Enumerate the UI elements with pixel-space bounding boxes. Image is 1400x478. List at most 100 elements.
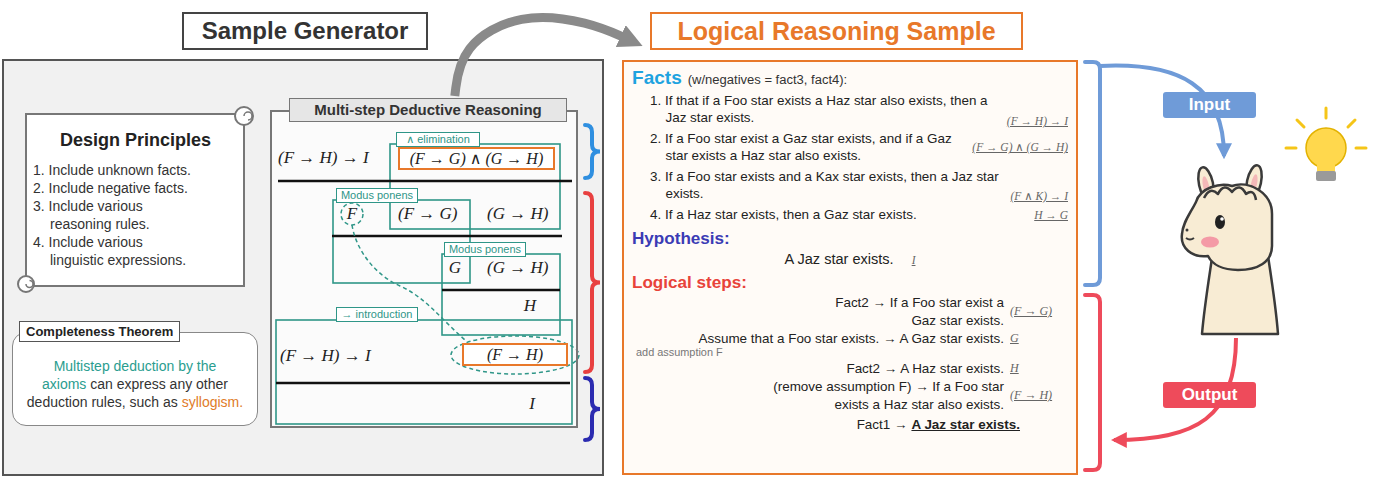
inference-line [278, 180, 572, 183]
inference-line [332, 235, 562, 238]
output-bracket [1085, 295, 1100, 470]
steps-brace [585, 193, 600, 372]
assumption-note: add assumption F [636, 346, 723, 358]
rule-tab: Modus ponens [444, 242, 526, 257]
input-tag: Input [1163, 92, 1256, 118]
formula-annotation: I [912, 254, 916, 266]
formula-label: (G → H) [487, 204, 548, 224]
panel-row: Assume that a Foo star exists. → A Gaz s… [632, 330, 1068, 347]
tag-text: Output [1163, 382, 1256, 408]
principle-item: 3. Include various reasoning rules. [33, 197, 197, 233]
fact-text: 3. If a Foo star exists and a Kax star e… [650, 168, 1003, 203]
llama-tuft [1204, 187, 1256, 200]
rule-tab: Modus ponens [336, 188, 418, 203]
llama-mouth [1186, 238, 1194, 240]
principle-item: 4. Include various linguistic expression… [33, 233, 197, 269]
llama-head [1182, 184, 1272, 270]
scroll-curl [18, 276, 34, 292]
formula-box: (F → H) [462, 343, 568, 366]
formula-label: (F → H) → I [280, 346, 371, 366]
panel-row: Fact2 → A Haz star exists.H [632, 360, 1068, 377]
scroll-curl [26, 281, 33, 288]
note-text: (w/negatives = fact3, fact4): [688, 72, 848, 87]
formula-label: I [529, 394, 535, 414]
hypothesis-text: A Jaz star exists. [785, 251, 894, 267]
bulb-neck [1317, 163, 1335, 172]
formula-annotation: (F ∧ K) → I [1011, 189, 1068, 203]
assumption-marks [341, 203, 579, 374]
section-heading: Logical steps: [632, 273, 747, 292]
title-text: Logical Reasoning Sample [652, 14, 1021, 48]
panel-row: 3. If a Foo star exists and a Kax star e… [650, 168, 1068, 203]
theorem-box: Completeness TheoremMultistep deduction … [12, 332, 258, 426]
formula-annotation: (F → G) ∧ (G → H) [972, 140, 1068, 154]
formula-label: H [524, 296, 536, 316]
panel-row: Fact1 →A Jaz star exists. [632, 416, 1068, 433]
bulb-glass [1306, 128, 1346, 168]
rule-frame [390, 144, 560, 229]
panel-row: 2. If a Foo star exist a Gaz star exists… [650, 130, 1068, 165]
panel-row: 4. If a Haz star exists, then a Gaz star… [650, 206, 1068, 223]
principle-item: 2. Include negative facts. [33, 179, 197, 197]
rule-tab: → introduction [336, 307, 418, 322]
bulb-ray [1356, 147, 1366, 150]
rule-name: ∧ elimination [400, 133, 476, 145]
bulb-ray [1325, 108, 1328, 118]
formula-text: (F → H) [464, 345, 566, 364]
llama-nostril [1186, 229, 1189, 232]
theorem-body: Multistep deduction by the axiomscan exp… [21, 357, 249, 411]
panel-row: add assumption F [632, 346, 1068, 359]
formula-annotation: (F → H) [1010, 388, 1068, 403]
title-box: Logical Reasoning Sample [650, 12, 1023, 50]
flow-arrow [455, 18, 628, 96]
generator-panel [3, 60, 603, 475]
title-box: Sample Generator [182, 12, 428, 50]
rule-name: Modus ponens [340, 189, 414, 201]
section-heading: Facts [632, 67, 682, 89]
formula-annotation: H → G [1034, 209, 1068, 221]
fact-text: 2. If a Foo star exist a Gaz star exists… [650, 130, 964, 165]
llama-eye [1215, 215, 1225, 229]
output-tag: Output [1163, 382, 1256, 408]
title-text: Sample Generator [184, 14, 426, 48]
assumption-circle [341, 203, 363, 225]
rule-frames [276, 144, 572, 424]
panel-heading: Multi-step Deductive Reasoning [289, 98, 567, 122]
scroll-curl [244, 112, 252, 120]
bulb-base [1316, 171, 1336, 181]
input-bracket [1085, 62, 1100, 285]
formula-annotation: (F → H) → I [1007, 115, 1068, 127]
discharge-ellipse [451, 336, 579, 374]
theorem-text: syllogism. [182, 394, 243, 410]
formula-label: G [449, 258, 461, 278]
section-heading: Hypothesis: [632, 229, 730, 248]
formula-annotation: H [1010, 361, 1068, 376]
inference-line [442, 289, 560, 292]
bulb-ray [1297, 120, 1304, 127]
premise-brace [585, 125, 600, 178]
formula-label: (F → G) [398, 204, 457, 224]
principles-scroll: Design Principles 1. Include unknown fact… [10, 100, 258, 300]
rule-name: → introduction [340, 308, 414, 320]
tag-text: Input [1163, 92, 1256, 118]
llama-eye-shine [1220, 217, 1224, 221]
bulb-ray [1286, 147, 1296, 150]
conclusion-text: A Jaz star exists. [911, 416, 1020, 433]
panel-row: Logical steps: [632, 273, 1068, 293]
conclusion-brace [585, 378, 600, 440]
step-text: (remove assumption F) → If a Foo star ex… [742, 378, 1004, 413]
bulb-ray [1348, 120, 1355, 127]
formula-label: (F → H) → I [278, 148, 369, 168]
sample-panel: Facts(w/negatives = fact3, fact4):1. If … [622, 60, 1078, 475]
formula-annotation: G [1010, 331, 1068, 346]
panel-row: A Jaz star exists. I [632, 251, 1068, 267]
scroll-curl [235, 107, 253, 125]
formula-label: (G → H) [487, 258, 548, 278]
panel-row: Fact2 → If a Foo star exist a Gaz star e… [632, 294, 1068, 329]
principle-item: 1. Include unknown facts. [33, 161, 197, 179]
llama-illustration [1182, 164, 1278, 334]
inference-line [276, 382, 570, 385]
rule-tab: ∧ elimination [396, 132, 480, 147]
scroll-heading: Design Principles [33, 130, 248, 151]
